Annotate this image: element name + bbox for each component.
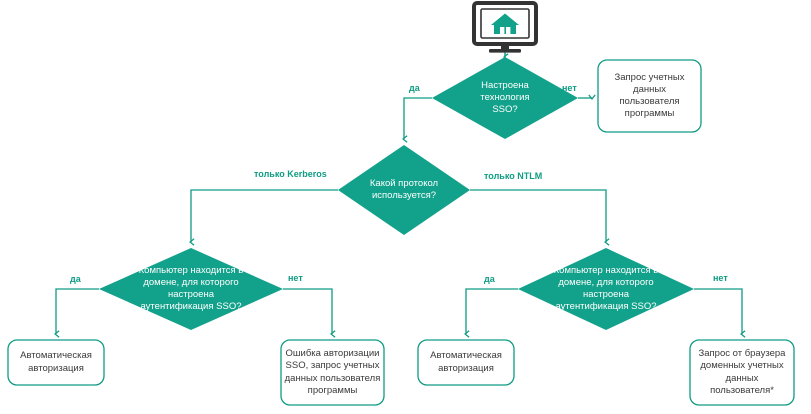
monitor-home-icon (472, 1, 538, 53)
process-node-sso-error (280, 339, 385, 406)
process-node-auto-auth-right (417, 339, 515, 386)
process-node-request-app-credentials (597, 59, 702, 133)
decision-node-domain-configured-right (518, 248, 694, 330)
edge-d1-yes (402, 97, 432, 143)
process-node-auto-auth-left (7, 339, 105, 386)
decision-node-which-protocol (338, 145, 470, 235)
edge-d3-no (283, 288, 336, 338)
edge-d3-yes (54, 288, 99, 338)
decision-node-sso-configured (432, 57, 578, 139)
edge-d2-ntlm (470, 189, 610, 246)
edge-d4-yes (464, 288, 518, 338)
edge-d2-kerberos (189, 189, 338, 246)
decision-node-domain-configured-left (99, 248, 283, 330)
edge-d4-no (694, 288, 746, 338)
process-node-browser-domain-credentials (689, 339, 795, 406)
